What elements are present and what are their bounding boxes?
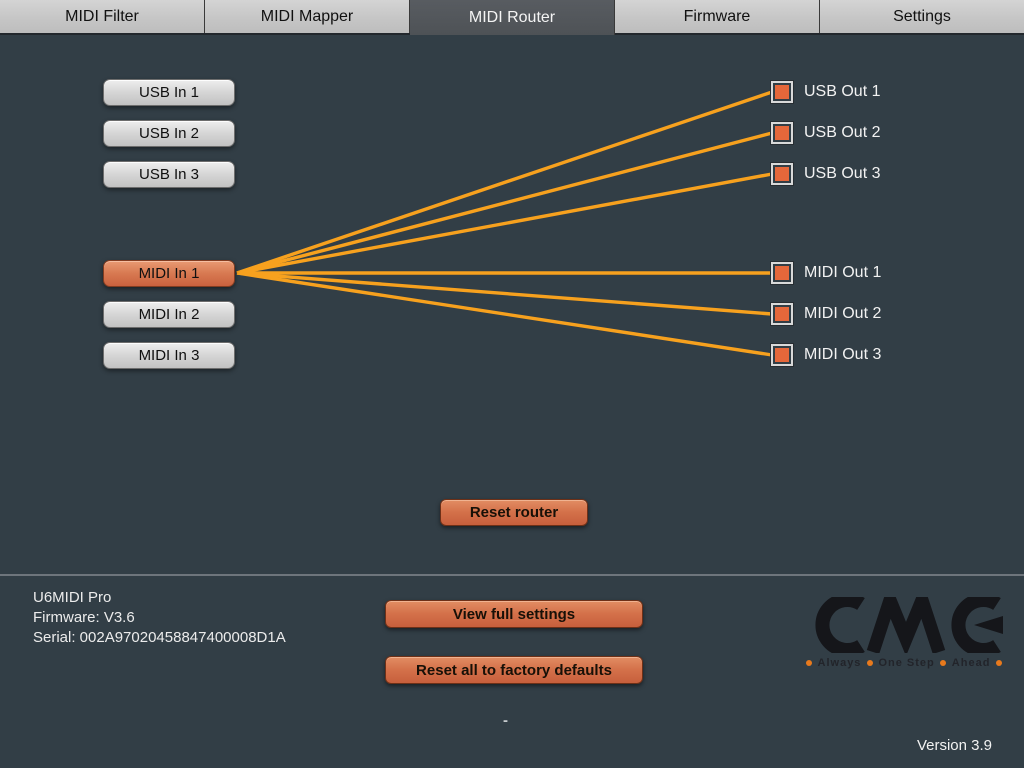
tagline-word: Always [817,657,862,669]
routing-line [236,271,773,357]
routing-line [236,172,773,275]
tagline-dot-icon [806,660,812,666]
tagline-dot-icon [940,660,947,666]
input-button-midi-in-3[interactable]: MIDI In 3 [103,342,235,369]
tab-bar: MIDI Filter MIDI Mapper MIDI Router Firm… [0,0,1024,35]
tab-settings[interactable]: Settings [820,0,1024,33]
output-checkbox-usb-out-1[interactable] [771,81,793,103]
tab-midi-router[interactable]: MIDI Router [410,0,615,35]
input-button-usb-in-1[interactable]: USB In 1 [103,79,235,106]
tagline-word: One Step [878,657,935,669]
tagline-dot-icon [866,660,873,666]
output-label-midi-out-3: MIDI Out 3 [804,346,882,363]
input-button-midi-in-2[interactable]: MIDI In 2 [103,301,235,328]
input-button-usb-in-3[interactable]: USB In 3 [103,161,235,188]
serial-number: Serial: 002A97020458847400008D1A [33,629,286,646]
reset-router-button[interactable]: Reset router [440,499,588,526]
output-checkbox-midi-out-3[interactable] [771,344,793,366]
view-full-settings-button[interactable]: View full settings [385,600,643,628]
device-info: U6MIDI Pro Firmware: V3.6 Serial: 002A97… [33,588,286,648]
tab-firmware[interactable]: Firmware [615,0,820,33]
routing-line [236,90,773,275]
tagline-word: Ahead [951,657,991,669]
output-checkbox-midi-out-1[interactable] [771,262,793,284]
input-button-usb-in-2[interactable]: USB In 2 [103,120,235,147]
output-label-usb-out-1: USB Out 1 [804,83,881,100]
output-label-midi-out-1: MIDI Out 1 [804,264,882,281]
cme-logo-tagline: Always One Step Ahead [806,657,1002,669]
reset-factory-defaults-button[interactable]: Reset all to factory defaults [385,656,643,684]
output-label-midi-out-2: MIDI Out 2 [804,305,882,322]
footer-divider [0,574,1024,576]
output-checkbox-usb-out-2[interactable] [771,122,793,144]
routing-line [236,131,773,275]
output-label-usb-out-2: USB Out 2 [804,124,881,141]
tab-midi-mapper[interactable]: MIDI Mapper [205,0,410,33]
footer-dash: - [503,712,508,729]
tagline-dot-icon [995,660,1002,666]
output-checkbox-midi-out-2[interactable] [771,303,793,325]
app-version: Version 3.9 [916,737,992,754]
cme-logo: Always One Step Ahead [806,597,1008,682]
output-checkbox-usb-out-3[interactable] [771,163,793,185]
device-name: U6MIDI Pro [33,589,112,606]
firmware-version: Firmware: V3.6 [33,609,135,626]
tab-midi-filter[interactable]: MIDI Filter [0,0,205,33]
routing-line [236,271,773,316]
cme-logo-letters-icon [815,597,1003,653]
output-label-usb-out-3: USB Out 3 [804,165,881,182]
input-button-midi-in-1[interactable]: MIDI In 1 [103,260,235,287]
